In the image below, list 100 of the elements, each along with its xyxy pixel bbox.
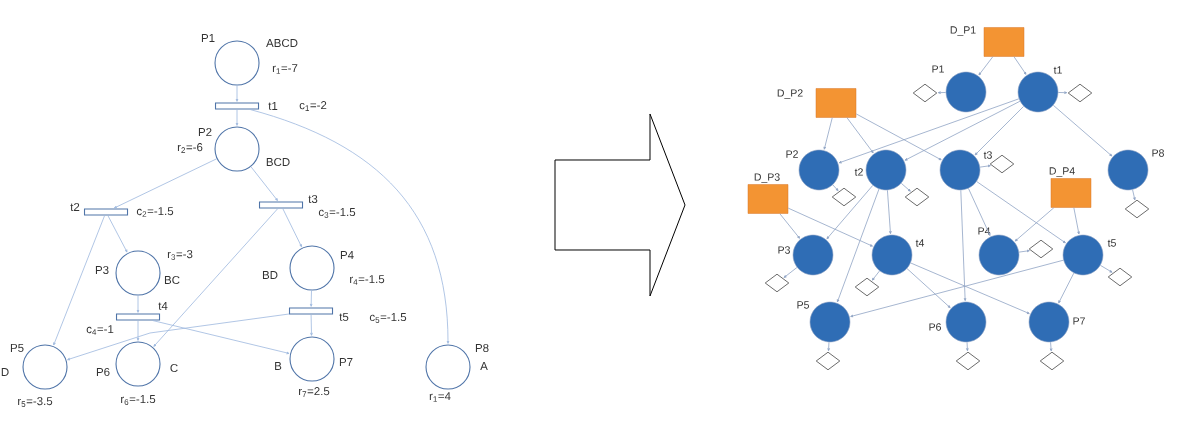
node-label: t2 [854, 168, 863, 176]
annotation-label: r$_{3}$=-3 [167, 250, 193, 260]
node-label: t2 [70, 202, 80, 212]
node-label: P3 [95, 265, 109, 275]
arrow [1100, 264, 1113, 273]
node-label: P4 [978, 227, 991, 235]
arrow [53, 215, 106, 346]
utility-diamond [1039, 351, 1065, 371]
node-label: t5 [339, 313, 349, 321]
arrow [1058, 272, 1075, 304]
node-label: t1 [268, 102, 278, 110]
annotation-label: r$_{1}$=-7 [272, 64, 298, 74]
node-label: P6 [929, 323, 941, 331]
node-label: D_P1 [950, 26, 976, 36]
annotation-label: r$_{6}$=-1.5 [121, 395, 156, 405]
node-label: t5 [1107, 239, 1116, 247]
annotation-label: BD [262, 271, 278, 279]
arrow [1014, 207, 1055, 242]
node-label: P7 [1073, 317, 1085, 325]
arrow [904, 100, 1021, 161]
arrow [107, 215, 128, 253]
arrow [67, 313, 290, 361]
arrow [235, 85, 239, 102]
utility-diamond [955, 351, 981, 371]
arrow [968, 188, 991, 236]
node-label: t4 [915, 239, 925, 247]
arrow [235, 109, 239, 126]
arrow [1132, 189, 1136, 201]
arrow [855, 113, 942, 161]
annotation-label: C [170, 363, 178, 373]
annotation-label: B [275, 362, 282, 370]
node-label: P8 [475, 343, 489, 353]
annotation-label: c$_{3}$=-1.5 [318, 208, 356, 218]
utility-diamond [1028, 239, 1054, 259]
utility-diamond [1107, 267, 1133, 287]
arrow [1013, 56, 1027, 75]
node-label: P5 [10, 344, 24, 352]
arrow [846, 117, 874, 154]
annotation-label: c$_{2}$=-1.5 [136, 207, 174, 217]
annotation-label: c$_{4}$=-1 [86, 325, 114, 335]
arrow [1049, 341, 1053, 352]
arrow [871, 270, 880, 281]
utility-diamond [904, 187, 930, 207]
arrow [1052, 104, 1113, 157]
arrow [979, 164, 991, 168]
node-label: t1 [1053, 66, 1062, 74]
annotation-label: r$_{4}$=-1.5 [350, 275, 385, 285]
arrow [960, 189, 967, 302]
arrow [826, 185, 874, 240]
node-label: P5 [797, 301, 809, 309]
annotation-label: c$_{1}$=-2 [299, 101, 327, 111]
annotation-label: c$_{5}$=-1.5 [369, 313, 407, 323]
arrow [1018, 249, 1030, 253]
node-label: P6 [96, 367, 110, 377]
utility-diamond [764, 273, 790, 293]
arrow [309, 290, 313, 307]
arrow [136, 320, 140, 341]
arrow [978, 56, 994, 76]
annotation-label: BC [164, 275, 180, 285]
arrow [900, 182, 911, 192]
arrow [974, 105, 1025, 156]
node-label: P2 [786, 150, 798, 158]
annotation-label: ABCD [266, 38, 298, 48]
arrow [937, 91, 947, 94]
node-label: t3 [308, 194, 318, 204]
arrow [966, 341, 969, 352]
annotation-label: r$_{5}$=-3.5 [18, 397, 53, 407]
node-label: t3 [983, 151, 992, 159]
node-label: D_P2 [777, 89, 803, 99]
annotation-label: r$_{2}$=-6 [177, 143, 203, 153]
arrow [832, 184, 839, 192]
node-label: D_P3 [754, 173, 780, 183]
arrow [823, 117, 833, 150]
arrow [976, 181, 1066, 244]
arrow [249, 109, 450, 344]
arrow [136, 295, 140, 313]
arrow [282, 208, 302, 248]
arrow [153, 208, 279, 347]
utility-diamond [1124, 199, 1150, 219]
arrow [1057, 91, 1068, 94]
node-label: P1 [201, 34, 215, 42]
arrow [779, 213, 800, 239]
utility-diamond [831, 187, 857, 207]
node-label: P7 [339, 358, 353, 366]
node-label: P3 [778, 246, 790, 254]
utility-diamond [815, 351, 841, 371]
utility-diamond [912, 83, 938, 103]
annotation-label: A [480, 362, 488, 370]
annotation-label: r$_{7}$=2.5 [299, 387, 330, 397]
arrow [827, 341, 830, 352]
arrow [850, 259, 1064, 318]
arrow [1073, 207, 1080, 235]
arrow [310, 314, 313, 336]
node-label: D_P4 [1049, 167, 1075, 177]
arrow [783, 267, 798, 278]
utility-diamond [1067, 83, 1093, 103]
arrow [787, 207, 873, 247]
arrow [838, 98, 1020, 164]
arrow [113, 158, 218, 209]
arrow [152, 320, 290, 355]
